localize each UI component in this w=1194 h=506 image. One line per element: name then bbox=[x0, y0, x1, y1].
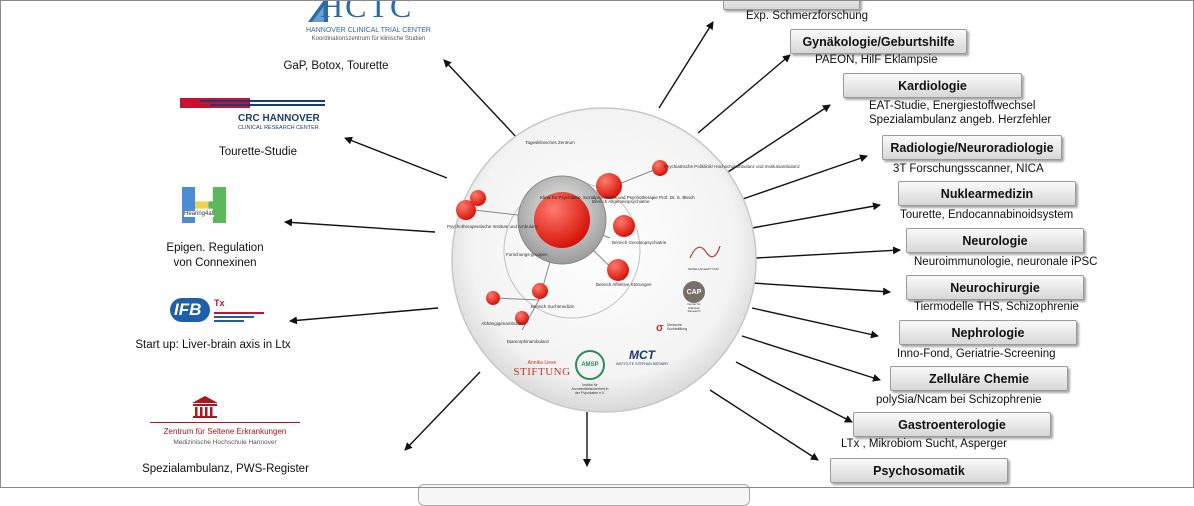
box-zellulaere-chemie: Zelluläre Chemie bbox=[890, 366, 1068, 391]
forschung-label: Forschungs-gruppen bbox=[506, 252, 548, 257]
label-poliklinik: Psychiatrische Poliklinik/ Hochschulambu… bbox=[664, 164, 800, 169]
label-sucht: Bereich Suchtmedizin bbox=[531, 304, 575, 309]
hctc-mark-icon bbox=[308, 0, 328, 22]
label-allgemein: Bereich Allgemeinpsychiatrie bbox=[592, 199, 650, 204]
box-psychosomatik: Psychosomatik bbox=[830, 458, 1008, 483]
arrow-neurochir bbox=[751, 282, 891, 296]
sub-nephrologie: Inno-Fond, Geriatrie-Screening bbox=[897, 348, 1056, 360]
label-tagesklinik: Tagesklinisches Zentrum bbox=[525, 140, 575, 145]
box-schmerz bbox=[723, 0, 860, 10]
node-allgemein bbox=[596, 173, 622, 199]
node-geronto bbox=[613, 215, 635, 237]
node-abhaengig bbox=[486, 291, 500, 305]
arrow-psychosom bbox=[709, 389, 819, 461]
hub-node bbox=[534, 192, 590, 248]
arrow-nephro bbox=[751, 307, 879, 339]
sigma-icon: σ bbox=[656, 322, 664, 334]
sub-nuklearmedizin: Tourette, Endocannabinoidsystem bbox=[900, 209, 1074, 221]
gstarr-logo: GESELLSCHAFT FÜR bbox=[688, 240, 722, 271]
hctc-logo: HCTC HANNOVER CLINICAL TRIAL CENTER Koor… bbox=[306, 0, 431, 42]
arrow-gastro bbox=[735, 361, 853, 423]
ifb-tagline bbox=[214, 311, 264, 323]
suchtstiftung-logo: σ Deutsche Suchtstiftung bbox=[656, 322, 688, 334]
arrow-hearing bbox=[284, 218, 436, 233]
sub-schmerz: Exp. Schmerzforschung bbox=[746, 10, 869, 22]
node-diamorphin bbox=[515, 311, 529, 325]
arrow-kardio bbox=[727, 104, 831, 173]
node-sucht bbox=[532, 283, 548, 299]
cap-logo: CAP Center for Addiction Research bbox=[681, 281, 707, 314]
label-crc: Tourette-Studie bbox=[219, 146, 297, 158]
node-affektiv bbox=[607, 259, 629, 281]
sub-zellulaere-chemie: polySia/Ncam bei Schizophrenie bbox=[876, 394, 1042, 406]
amsp-circle: AMSP bbox=[575, 350, 605, 380]
sub-gynaekologie: PAEON, HilF Eklampsie bbox=[815, 54, 938, 66]
arrow-zse bbox=[404, 371, 481, 451]
node-psychotherapie-1 bbox=[456, 200, 476, 220]
mct-logo: MCT INSTITUTE STEPHAN BIESNER bbox=[616, 348, 668, 366]
label-diamorphin: Diamorphinambulanz bbox=[506, 339, 550, 344]
sub-neurologie: Neuroimmunologie, neuronale iPSC bbox=[914, 256, 1098, 268]
arrow-gyn bbox=[697, 54, 791, 134]
box-neurochirurgie: Neurochirurgie bbox=[906, 275, 1084, 300]
arrow-nuklear bbox=[751, 202, 881, 229]
hub-label: Klinik für Psychiatrie, Sozialpsychiatri… bbox=[540, 195, 695, 201]
label-geronto: Bereich Gerontopsychiatrie bbox=[612, 240, 667, 245]
node-psychotherapie-2 bbox=[470, 190, 486, 206]
hearing4all-mark-icon bbox=[182, 187, 226, 223]
zse-logo: Zentrum für Seltene Erkrankungen Medizin… bbox=[150, 395, 300, 455]
label-hearing4all-2: von Connexinen bbox=[173, 257, 257, 269]
label-hearing4all-1: Epigen. Regulation bbox=[166, 242, 264, 254]
label-ifb: Start up: Liver-brain axis in Ltx bbox=[135, 339, 291, 351]
sub-gastroenterologie: LTx , Mikrobiom Sucht, Asperger bbox=[841, 438, 1007, 450]
box-nephrologie: Nephrologie bbox=[899, 320, 1077, 345]
amsp-logo: AMSP Institut für Arzneimittelsicherheit… bbox=[570, 350, 610, 395]
box-nuklearmedizin: Nuklearmedizin bbox=[898, 181, 1076, 206]
label-abhaengig: Abhängigenambulanz bbox=[481, 321, 525, 326]
node-poliklinik bbox=[652, 160, 668, 176]
arrow-zell bbox=[741, 335, 881, 382]
arrow-ifb bbox=[289, 307, 439, 325]
hearing4all-logo: Hearing4all bbox=[182, 187, 226, 223]
ifb-pill bbox=[170, 298, 210, 322]
box-kardiologie: Kardiologie bbox=[843, 73, 1022, 98]
label-psychotherapie: Psychotherapeutische Institute und Ambul… bbox=[447, 224, 539, 229]
arrows-layer bbox=[284, 21, 901, 467]
sub-kardiologie-2: Spezialambulanz angeb. Herzfehler bbox=[869, 114, 1052, 126]
box-radiologie: Radiologie/Neuroradiologie bbox=[882, 135, 1062, 160]
liese-stiftung-logo: Annika Liese STIFTUNG bbox=[513, 360, 571, 378]
arrow-crc bbox=[344, 136, 448, 179]
gstarr-wave-icon bbox=[689, 245, 721, 259]
crc-stripes-icon bbox=[180, 98, 325, 108]
sub-radiologie: 3T Forschungsscanner, NICA bbox=[893, 163, 1044, 175]
label-affektiv: Bereich Affektive Störungen bbox=[596, 282, 652, 287]
sub-neurochirurgie: Tiermodelle THS, Schizophrenie bbox=[914, 301, 1079, 313]
center-network bbox=[451, 107, 757, 413]
label-zse: Spezialambulanz, PWS-Register bbox=[142, 463, 309, 475]
zse-rule bbox=[150, 422, 300, 423]
label-hctc: GaP, Botox, Tourette bbox=[283, 60, 389, 72]
box-gastroenterologie: Gastroenterologie bbox=[853, 412, 1051, 437]
bottom-box bbox=[418, 484, 750, 506]
arrow-radio bbox=[739, 154, 868, 201]
ifb-logo: IFB Tx bbox=[170, 296, 266, 328]
arrow-neuro bbox=[755, 246, 901, 259]
arrow-schmerz bbox=[658, 21, 714, 109]
box-neurologie: Neurologie bbox=[906, 228, 1084, 253]
crc-logo: CRC HANNOVER CLINICAL RESEARCH CENTER bbox=[180, 96, 325, 134]
zse-building-icon bbox=[192, 396, 218, 418]
box-gynaekologie: Gynäkologie/Geburtshilfe bbox=[790, 29, 967, 54]
sub-kardiologie-1: EAT-Studie, Energiestoffwechsel bbox=[869, 100, 1036, 112]
cap-circle: CAP bbox=[683, 281, 705, 303]
